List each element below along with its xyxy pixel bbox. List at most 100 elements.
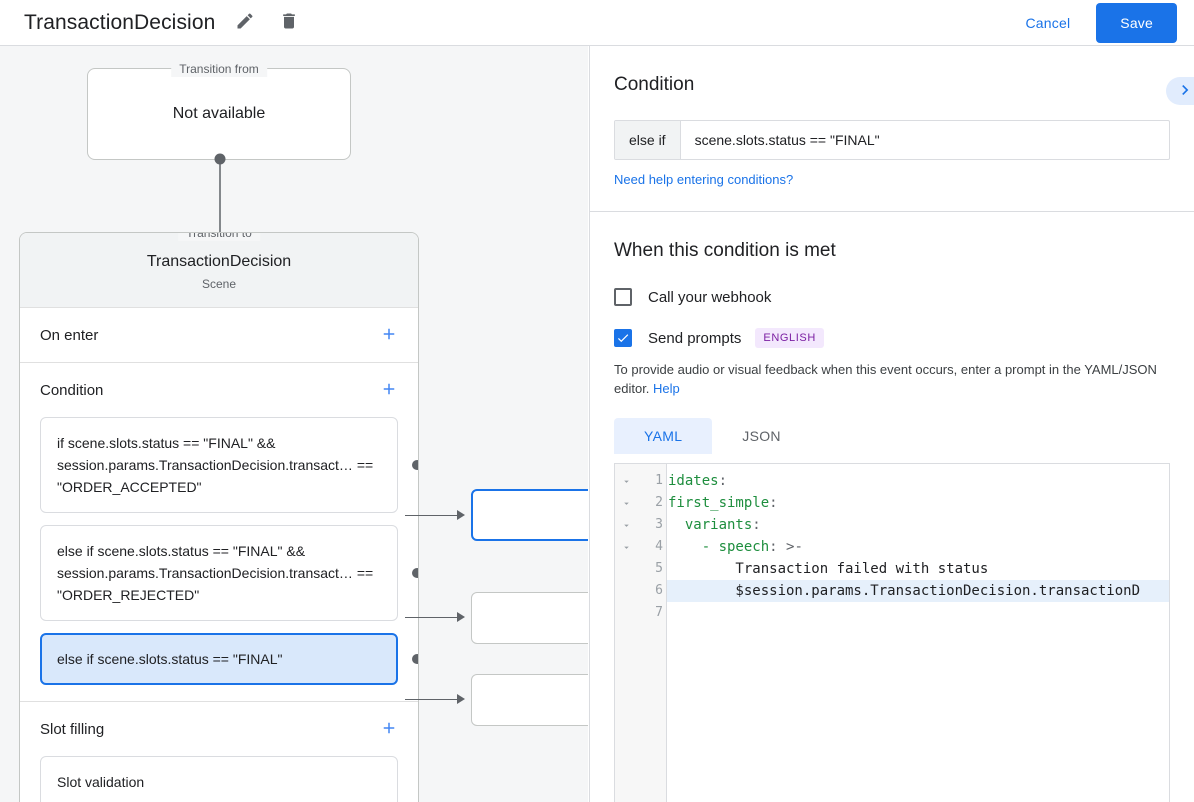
panel-divider: [590, 211, 1194, 212]
section-slot-filling: Slot filling Slot validation: [20, 702, 418, 802]
edit-name-button[interactable]: [231, 9, 259, 37]
prompts-help-link[interactable]: Help: [653, 381, 680, 396]
condition-prefix-label: else if: [615, 121, 681, 159]
canvas-inner: Transition from Not available Transition…: [0, 46, 588, 802]
section-on-enter: On enter: [20, 308, 418, 363]
fold-spacer: [615, 580, 637, 602]
line-number: 7: [655, 605, 663, 620]
code-punc: :: [752, 517, 761, 533]
fold-spacer: [615, 558, 637, 580]
line-number: 4: [655, 539, 663, 554]
target-card-3[interactable]: [471, 674, 588, 726]
scene-header[interactable]: TransactionDecision Scene: [20, 233, 418, 308]
chevron-right-icon: [1175, 80, 1194, 103]
condition-card[interactable]: else if scene.slots.status == "FINAL" &&…: [40, 525, 418, 621]
section-condition: Condition if scene.slots.status == "FINA…: [20, 363, 418, 702]
pencil-icon: [235, 11, 255, 34]
prompts-helper-text: To provide audio or visual feedback when…: [614, 360, 1170, 398]
transition-from-box: Transition from Not available: [87, 61, 351, 160]
section-header-condition: Condition: [20, 363, 418, 417]
edge-arrow-2: [457, 612, 465, 622]
slot-validation-card[interactable]: Slot validation: [40, 756, 398, 802]
code-text: $session.params.TransactionDecision.tran…: [668, 583, 1141, 599]
target-card-2[interactable]: [471, 592, 588, 644]
section-header-on-enter: On enter: [20, 308, 418, 362]
scene-type: Scene: [201, 277, 237, 291]
condition-card-text: else if scene.slots.status == "FINAL" &&…: [57, 543, 374, 603]
line-number: 2: [655, 495, 663, 510]
condition-card-text: if scene.slots.status == "FINAL" && sess…: [57, 435, 374, 495]
slot-filling-list: Slot validation: [20, 756, 418, 802]
send-prompts-checkbox[interactable]: [614, 329, 632, 347]
scene-graph-canvas[interactable]: Transition from Not available Transition…: [0, 46, 588, 802]
tab-yaml[interactable]: YAML: [614, 418, 713, 454]
edge-arrow-3: [457, 694, 465, 704]
line-number: 3: [655, 517, 663, 532]
call-webhook-label[interactable]: Call your webhook: [648, 288, 772, 306]
transition-to-legend: Transition to: [178, 233, 260, 241]
code-area[interactable]: idates: first_simple: variants: - speech…: [667, 464, 1169, 802]
fold-gutter: [615, 464, 637, 802]
transition-from-value: Not available: [172, 105, 266, 122]
condition-card-selected[interactable]: else if scene.slots.status == "FINAL": [40, 633, 418, 685]
line-number-gutter: 1 2 3 4 5 6 7: [637, 464, 667, 802]
section-title-on-enter: On enter: [40, 326, 99, 344]
condition-input-row: else if: [614, 120, 1170, 160]
check-icon: [616, 331, 630, 345]
fold-toggle[interactable]: [615, 470, 637, 492]
plus-icon: [380, 719, 398, 740]
fold-toggle[interactable]: [615, 536, 637, 558]
target-card-1[interactable]: [471, 489, 588, 541]
edge-arrow-1: [457, 510, 465, 520]
panel-heading-condition: Condition: [614, 74, 695, 95]
panel-heading-when-met: When this condition is met: [614, 240, 836, 261]
send-prompts-label[interactable]: Send prompts: [648, 329, 742, 347]
condition-expression-input[interactable]: [680, 121, 1169, 159]
add-slot-filling-button[interactable]: [378, 718, 400, 740]
webhook-row: Call your webhook: [614, 288, 1170, 306]
condition-detail-panel: Condition else if Need help entering con…: [589, 46, 1194, 802]
app-header: TransactionDecision Cancel Save: [0, 0, 1194, 46]
prompts-helper-body: To provide audio or visual feedback when…: [614, 362, 1157, 396]
code-punc: :: [718, 473, 728, 489]
section-header-slot-filling: Slot filling: [20, 702, 418, 756]
code-line: - speech: >-: [667, 536, 1169, 558]
fold-toggle[interactable]: [615, 492, 637, 514]
code-key: first_simple: [668, 495, 770, 511]
code-text: Transaction failed with status: [668, 561, 989, 577]
code-line: first_simple:: [667, 492, 1169, 514]
cancel-button[interactable]: Cancel: [1014, 6, 1083, 40]
tab-json[interactable]: JSON: [712, 418, 811, 454]
code-punc: :: [769, 495, 778, 511]
condition-help-link[interactable]: Need help entering conditions?: [614, 172, 794, 187]
language-badge: ENGLISH: [755, 328, 824, 348]
condition-card[interactable]: if scene.slots.status == "FINAL" && sess…: [40, 417, 418, 513]
section-title-slot-filling: Slot filling: [40, 720, 105, 738]
send-prompts-row: Send prompts ENGLISH: [614, 328, 1170, 348]
code-line-active: $session.params.TransactionDecision.tran…: [667, 580, 1169, 602]
plus-icon: [380, 325, 398, 346]
add-on-enter-button[interactable]: [378, 324, 400, 346]
code-key: idates: [668, 473, 719, 489]
fold-toggle[interactable]: [615, 514, 637, 536]
code-line: Transaction failed with status: [667, 558, 1169, 580]
save-button[interactable]: Save: [1096, 2, 1177, 43]
expand-panel-button[interactable]: [1166, 77, 1194, 105]
code-line: variants:: [667, 514, 1169, 536]
edge-line-3: [405, 699, 457, 700]
fold-spacer: [615, 602, 637, 624]
condition-list: if scene.slots.status == "FINAL" && sess…: [20, 417, 418, 701]
condition-card-anchor-dot: [412, 568, 418, 578]
code-line: [667, 602, 1169, 624]
transition-from-legend: Transition from: [171, 61, 267, 77]
line-number: 1: [655, 473, 663, 488]
line-number: 6: [655, 583, 663, 598]
scene-name: TransactionDecision: [146, 253, 292, 270]
delete-button[interactable]: [275, 9, 303, 37]
add-condition-button[interactable]: [378, 379, 400, 401]
trash-icon: [279, 11, 299, 34]
code-editor[interactable]: 1 2 3 4 5 6 7 idates: first_simple: vari…: [614, 463, 1170, 802]
call-webhook-checkbox[interactable]: [614, 288, 632, 306]
code-key: - speech: [668, 539, 770, 555]
